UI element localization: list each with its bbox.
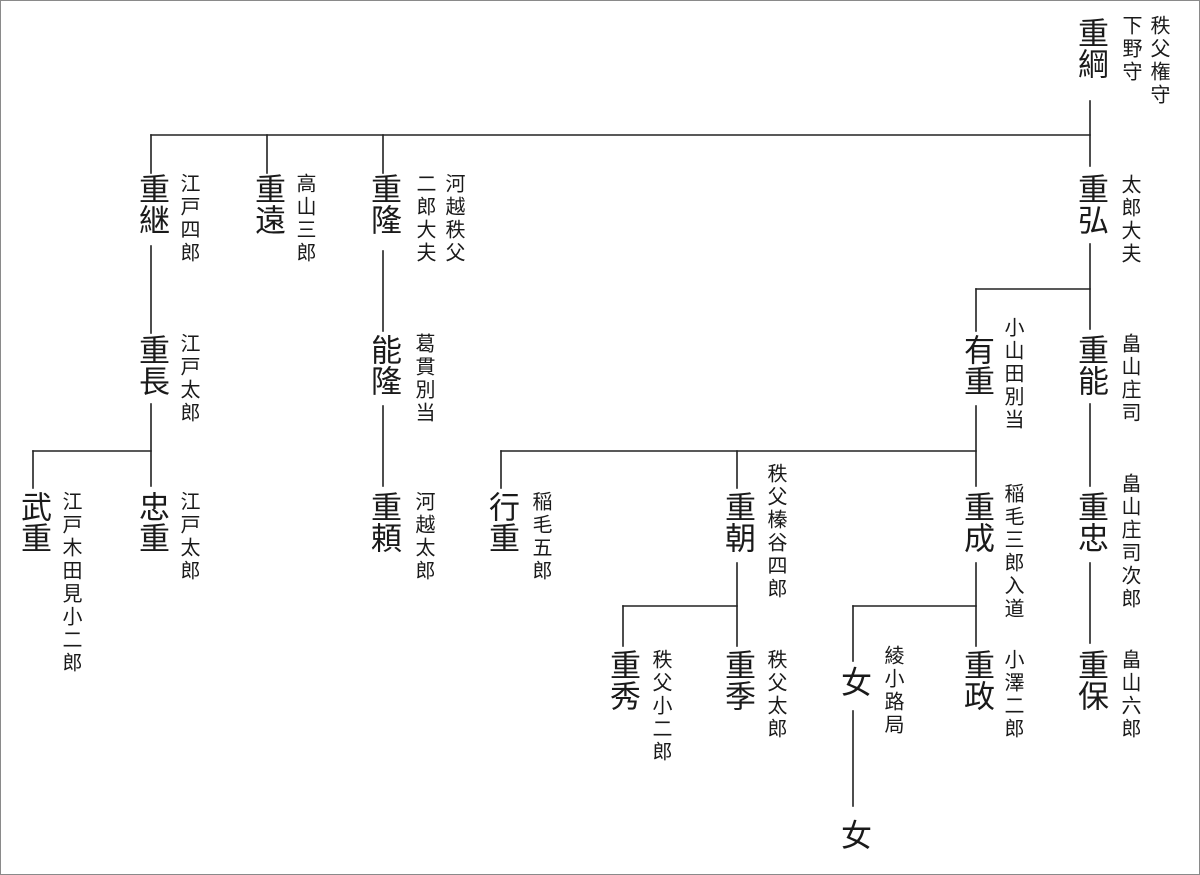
person-shigenaga-name: 重長 [133, 334, 169, 396]
person-takeshige-name: 武重 [15, 491, 51, 553]
person-shigetsugu-title: 江戸四郎 [177, 173, 201, 265]
person-tadashige-name: 忠重 [133, 491, 169, 553]
person-shigetoo-name: 重遠 [249, 173, 285, 235]
person-shigetsuna-title-2: 下野守 [1119, 15, 1143, 84]
person-onna-1-name: 女 [835, 666, 871, 697]
person-yukishige-name: 行重 [483, 491, 519, 553]
person-yoshitaka-title: 葛貫別当 [412, 333, 436, 425]
person-shigenari-name: 重成 [958, 491, 994, 553]
person-shigemasa-name: 重政 [958, 649, 994, 711]
person-shigetaka-name: 重隆 [365, 173, 401, 235]
person-shigetaka-title-1: 河越秩父 [442, 173, 466, 265]
person-shigetsuna-title-1: 秩父権守 [1147, 15, 1171, 107]
person-shigetomo-title: 秩父榛谷四郎 [764, 463, 788, 601]
person-shigehiro-name: 重弘 [1072, 173, 1108, 235]
person-yukishige-title: 稲毛五郎 [529, 491, 553, 583]
person-yoshitaka-name: 能隆 [365, 334, 401, 396]
person-shigesue-title: 秩父太郎 [764, 649, 788, 741]
person-shigetomo-name: 重朝 [719, 491, 755, 553]
person-shigeyori-title: 河越太郎 [412, 491, 436, 583]
person-shigehide-title: 秩父小二郎 [649, 649, 673, 764]
person-shigetada-name: 重忠 [1072, 491, 1108, 553]
person-shigeyoshi-name: 重能 [1072, 334, 1108, 396]
person-arishige-name: 有重 [958, 334, 994, 396]
person-shigetada-title: 畠山庄司次郎 [1118, 473, 1142, 611]
person-onna-2-name: 女 [835, 819, 871, 850]
person-takeshige-title: 江戸木田見小二郎 [59, 491, 83, 675]
person-shigehiro-title: 太郎大夫 [1118, 174, 1142, 266]
person-shigetsugu-name: 重継 [133, 173, 169, 235]
person-shigeyoshi-title: 畠山庄司 [1118, 333, 1142, 425]
person-shigeyasu-name: 重保 [1072, 649, 1108, 711]
person-shigeyori-name: 重頼 [365, 491, 401, 553]
person-shigenari-title: 稲毛三郎入道 [1001, 483, 1025, 621]
person-shigenaga-title: 江戸太郎 [177, 333, 201, 425]
person-shigehide-name: 重秀 [604, 649, 640, 711]
person-tadashige-title: 江戸太郎 [177, 491, 201, 583]
person-arishige-title: 小山田別当 [1001, 317, 1025, 432]
person-shigetoo-title: 高山三郎 [293, 173, 317, 265]
person-shigetsuna-name: 重綱 [1072, 17, 1108, 79]
person-shigesue-name: 重季 [719, 649, 755, 711]
person-shigetaka-title-2: 二郎大夫 [413, 173, 437, 265]
person-shigemasa-title: 小澤二郎 [1001, 649, 1025, 741]
person-shigeyasu-title: 畠山六郎 [1118, 649, 1142, 741]
person-onna-1-title: 綾小路局 [881, 645, 905, 737]
